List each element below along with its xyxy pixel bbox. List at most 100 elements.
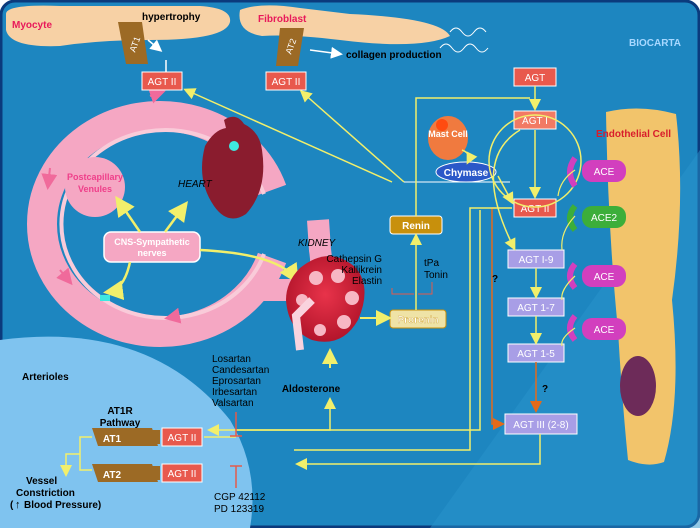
ace-receptor-1: ACE (567, 156, 626, 188)
ace2-receptor: ACE2 (567, 204, 626, 232)
sartan-list: LosartanCandesartanEprosartanIrbesartanV… (212, 354, 269, 409)
ace-cycle (488, 114, 582, 208)
collagen-fiber (449, 27, 487, 37)
bp-open-paren: ( (10, 500, 14, 511)
arrow-cns-kidney (199, 248, 299, 285)
agt2-box-at1[interactable] (161, 427, 203, 447)
agt3-label: AGT III (2-8) (513, 420, 568, 431)
at1-receptor-arteriole: AT1 (92, 428, 160, 446)
agt2-label: AGT II (148, 77, 177, 88)
ace-action (561, 327, 576, 347)
agt2-label: AGT II (168, 469, 197, 480)
flow-arrow (56, 267, 73, 286)
svg-text:ACE: ACE (594, 272, 615, 283)
at2-receptor-arteriole: AT2 (92, 464, 160, 482)
kallikrein-label: Kallikrein (341, 265, 382, 276)
constriction-label: Constriction (16, 488, 75, 499)
drug-name: Valsartan (212, 398, 254, 409)
circulation-ring (27, 101, 287, 347)
brand-logo: BIOCARTA (629, 38, 681, 49)
cns-box (103, 231, 201, 263)
prorenin-label: Prorenin (397, 315, 438, 326)
svg-text:ACE2: ACE2 (591, 213, 618, 224)
kidney-label: KIDNEY (298, 238, 337, 249)
arrow-cns-vessel (103, 261, 132, 301)
myocyte-label: Myocyte (12, 20, 52, 31)
aldosterone-label: Aldosterone (282, 384, 341, 395)
fibroblast-label: Fibroblast (258, 14, 307, 25)
chymase-label: Chymase (444, 168, 489, 179)
svg-text:AT2: AT2 (103, 470, 122, 481)
arrow-collagen (309, 46, 343, 59)
drug-name: PD 123319 (214, 504, 264, 515)
at1-receptor-fibroblast: AT2 (276, 28, 304, 66)
vessel-label: Vessel (26, 476, 57, 487)
drug-name: CGP 42112 (214, 492, 266, 503)
ace2-action (561, 215, 576, 251)
arrow-agt3-at2 (295, 434, 541, 470)
at1r-pathway-line1: AT1R (107, 406, 133, 417)
agt1-9-label: AGT I-9 (519, 255, 554, 266)
cns-label-line1: CNS-Sympathetic (114, 237, 190, 247)
svg-text:ACE: ACE (594, 325, 615, 336)
arrow-agt2-myocyte (183, 88, 393, 183)
at1r-pathway-line2: Pathway (100, 418, 141, 429)
tonin-label: Tonin (424, 270, 448, 281)
enzyme-bracket (418, 282, 433, 295)
arrow-chymase-agt2 (497, 175, 514, 205)
svg-text:ACE: ACE (594, 167, 615, 178)
arrow-cns-venules (115, 195, 142, 233)
endothelial-label: Endothelial Cell (596, 129, 671, 140)
ureter (291, 297, 315, 351)
agt-label: AGT (525, 73, 546, 84)
cathepsin-label: Cathepsin G (326, 254, 382, 265)
ace-action (557, 169, 576, 197)
drug-name: Losartan (212, 354, 251, 365)
chymase-ellipse[interactable] (435, 161, 497, 183)
cns-label-line2: nerves (137, 248, 166, 258)
heart-dot (229, 141, 239, 151)
arrow-receptors-vessel (60, 453, 80, 477)
drug-name: Eprosartan (212, 376, 261, 387)
agt2-box-at2[interactable] (161, 463, 203, 483)
arrow-hypertrophy (147, 39, 163, 52)
heart-shape (202, 116, 264, 219)
arrow-mast-chymase (461, 149, 478, 165)
agt2-label: AGT II (521, 204, 550, 215)
agt2-box-fibroblast[interactable] (265, 71, 307, 91)
bp-up-arrow-icon: ↑ (15, 499, 21, 511)
flow-arrow (41, 167, 58, 190)
line-agt2-receptors (294, 207, 512, 451)
endothelial-nucleus (620, 356, 656, 416)
flow-arrow (164, 307, 182, 324)
agt2-label: AGT II (272, 77, 301, 88)
mast-cell-label: Mast Cell (428, 129, 468, 139)
arterioles-label: Arterioles (22, 372, 69, 383)
venules-bubble (65, 157, 125, 217)
drug-name: Candesartan (212, 365, 269, 376)
enzyme-bracket (391, 288, 414, 295)
hypertrophy-label: hypertrophy (142, 12, 201, 23)
flow-arrow (148, 88, 166, 104)
collagen-fiber (439, 43, 489, 53)
elastin-label: Elastin (352, 276, 382, 287)
blood-pressure-label: Blood Pressure) (24, 500, 101, 511)
circulation-ring-inner (59, 128, 266, 320)
ace-receptor-2: ACE (567, 262, 626, 290)
arrow-at1-aldosterone (236, 397, 336, 431)
at1-receptor-myocyte: AT1 (118, 22, 148, 64)
question-mark-2: ? (492, 274, 498, 285)
mast-cell-nucleus (436, 119, 448, 131)
arrow-cns-heart (163, 200, 188, 233)
ace-receptor-3: ACE (567, 314, 626, 342)
vessel-marker (100, 295, 110, 301)
agt3-box[interactable] (504, 413, 578, 435)
agt2-box-myocyte[interactable] (141, 71, 183, 91)
arrow-agt1-agt1-9 (492, 129, 521, 251)
svg-text:AT1: AT1 (103, 434, 122, 445)
agt2-box-central[interactable] (513, 198, 557, 218)
renin-line (415, 97, 530, 216)
